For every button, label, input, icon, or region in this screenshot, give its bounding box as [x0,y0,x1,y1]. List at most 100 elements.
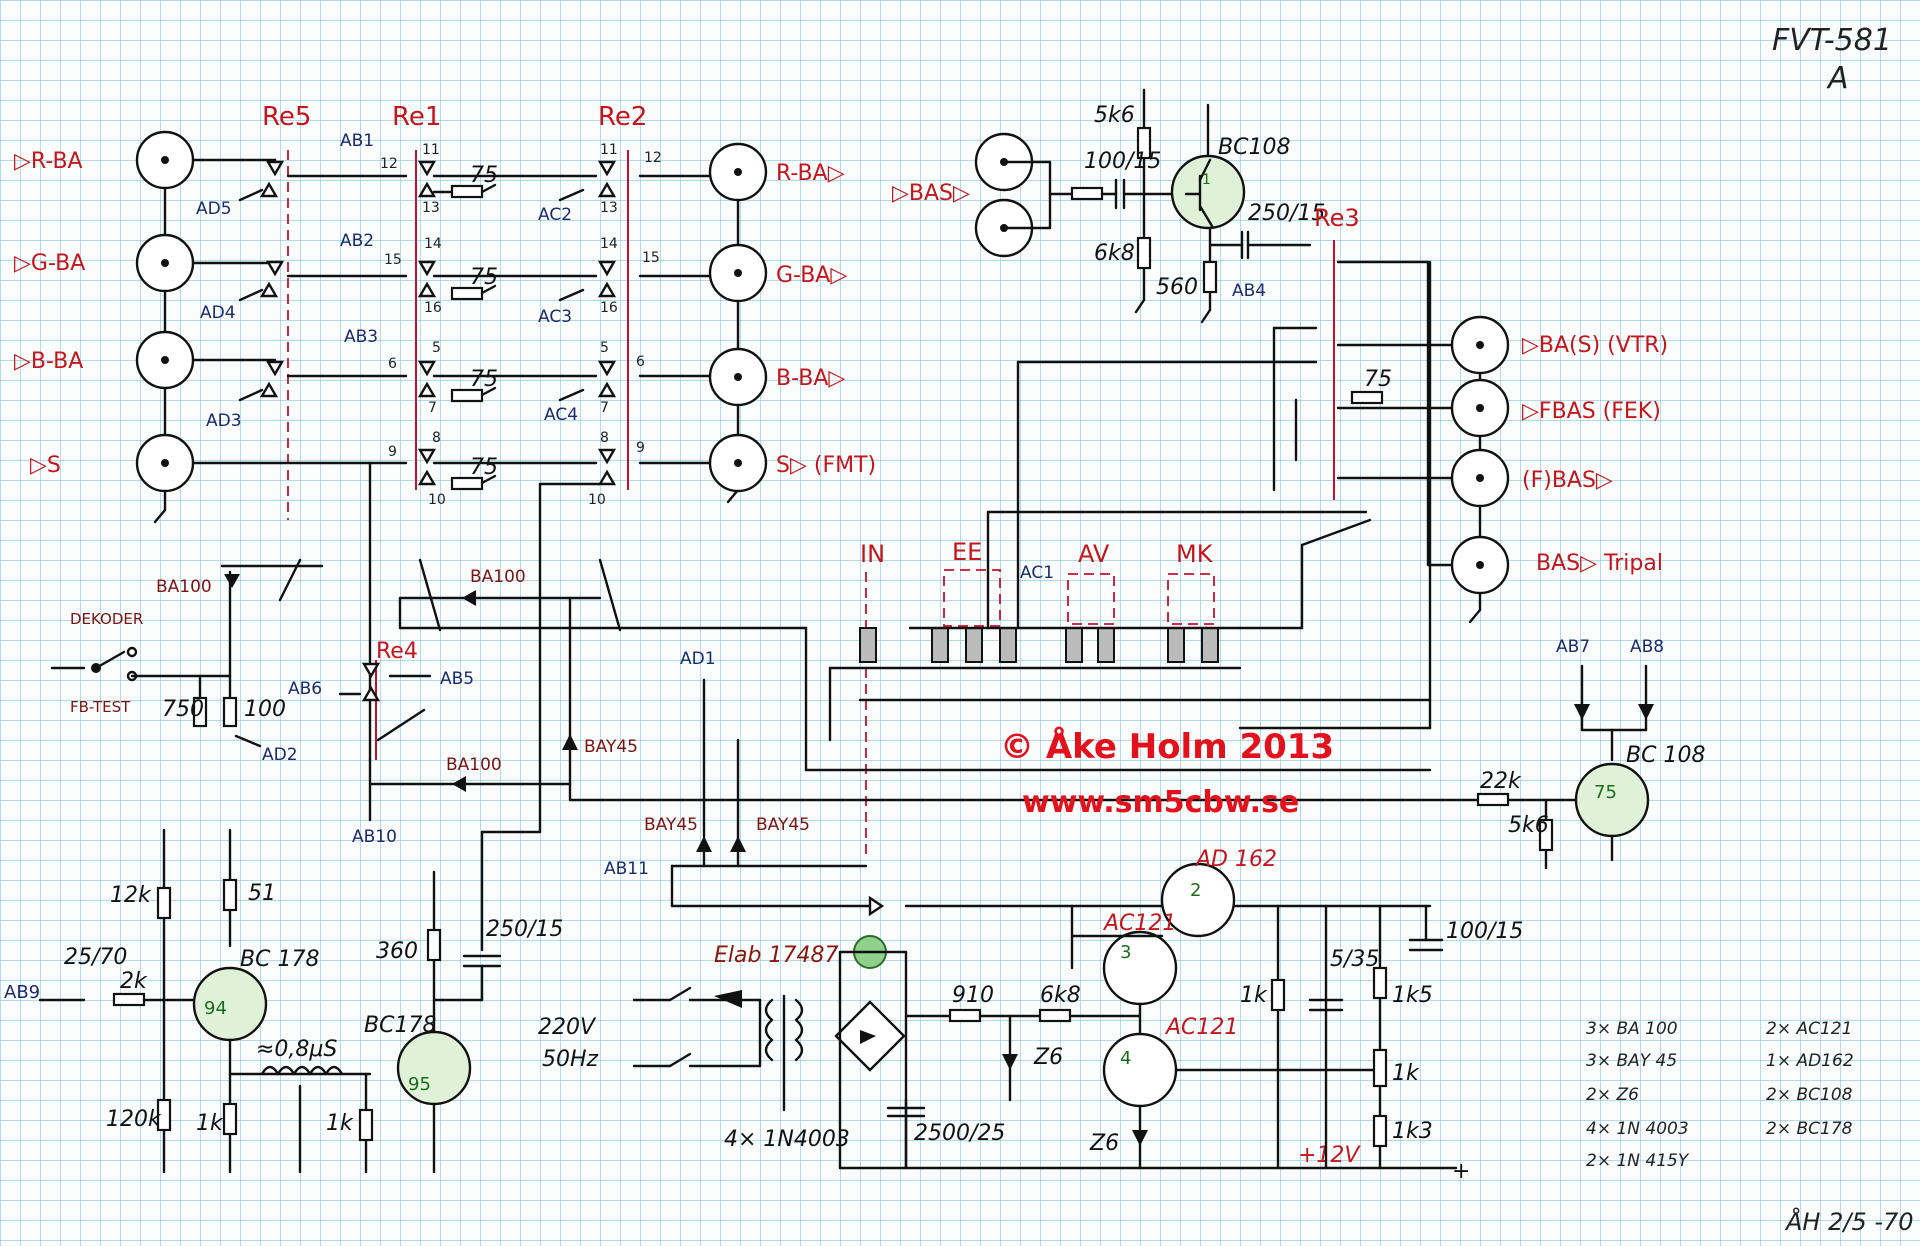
tp-ab10: AB10 [352,827,397,847]
r-100: 100 [244,697,286,722]
switch-group-mk: MK [1176,540,1214,568]
switch-ee-3[interactable] [999,627,1017,663]
coax-connector-bas-tripal[interactable] [1450,535,1510,595]
switch-av-2[interactable] [1097,627,1115,663]
coax-connector-f-bas[interactable] [1450,448,1510,508]
tp-ad3: AD3 [206,411,242,431]
r-360: 360 [376,939,418,964]
pin-b6: 6 [636,354,645,370]
v-220: 220V [538,1015,597,1040]
c-250-15-a: 250/15 [1248,201,1325,226]
c-100-15: 100/15 [1084,149,1161,174]
hz-50: 50Hz [542,1047,599,1072]
copyright-block: © Åke Holm 2013 www.sm5cbw.se [1000,726,1334,820]
pin-b3: 7 [428,400,437,416]
r-6k8: 6k8 [1094,241,1135,266]
title-block: FVT-581 A [1772,23,1892,96]
transistor-bc178-95[interactable]: 95 [396,1030,472,1106]
switch-in[interactable] [859,627,877,663]
switch-groups: IN EE AV MK AC1 [804,260,1432,860]
tp-ab11: AB11 [604,859,649,879]
switch-ee-1[interactable] [931,627,949,663]
res-75-bas: 75 [1364,367,1392,392]
switch-ee-2[interactable] [965,627,983,663]
title-code: FVT-581 [1772,23,1892,58]
r-120k: 120k [106,1107,162,1132]
transistor-num-4: 4 [1120,1048,1131,1069]
title-sheet: A [1826,61,1849,96]
pin-b2: 5 [432,340,441,356]
tp-ab5: AB5 [440,669,474,689]
bay45-label-a: BAY45 [584,737,638,757]
tp-ab7: AB7 [1556,637,1590,657]
bas-input-section: ▷BAS▷ 5k6 100/15 6k8 560 1 BC108 [892,88,1360,500]
coax-connector-g-ba-in[interactable] [135,233,195,293]
bom-left-0: 3× BA 100 [1586,1019,1678,1039]
dekoder-label: DEKODER [70,610,143,628]
pin-s4: 8 [600,430,609,446]
bay45-label-c: BAY45 [756,815,810,835]
transistor-num-75: 75 [1594,782,1617,803]
lower-left-amp: 12k 51 25/70 AB9 2k 94 BC 178 120k 1k ≈0… [4,828,563,1174]
tp-ab9: AB9 [4,982,40,1003]
out-label-bas-tripal: BAS▷ Tripal [1536,551,1663,576]
switch-group-ee: EE [952,538,982,566]
transistor-bc108-75[interactable]: 75 [1574,762,1650,838]
switch-mk-2[interactable] [1201,627,1219,663]
bc108-label: BC108 [1218,135,1290,160]
r-1k-a: 1k [196,1111,224,1136]
connector-label-s: ▷S [30,453,61,478]
connector-label-b-ba-out: B-BA▷ [776,366,845,391]
r-12k: 12k [110,883,152,908]
bom-right-2: 2× BC108 [1766,1085,1853,1105]
connector-label-b-ba: ▷B-BA [14,349,83,374]
coax-connector-s-out[interactable] [708,433,768,493]
coax-connector-r-ba-in[interactable] [135,130,195,190]
bom-left-2: 2× Z6 [1586,1085,1639,1105]
bom-right-0: 2× AC121 [1766,1019,1852,1039]
bc178b-label: BC178 [364,1013,436,1038]
transistor-num-95: 95 [408,1074,431,1095]
bc178a-label: BC 178 [240,947,319,972]
ac121a-label: AC121 [1102,911,1176,936]
transistor-ac121-4[interactable]: 4 [1102,1032,1178,1108]
z6a-label: Z6 [1033,1045,1063,1070]
transistor-ad162[interactable]: 2 [1160,862,1236,938]
switch-av-1[interactable] [1065,627,1083,663]
transistor-ac121-3[interactable]: 3 [1102,930,1178,1006]
coax-connector-ba-vtr[interactable] [1450,315,1510,375]
bay45-label-b: BAY45 [644,815,698,835]
switch-mk-1[interactable] [1167,627,1185,663]
out-label-fbas-fek: ▷FBAS (FEK) [1522,399,1661,424]
connector-label-g-ba-out: G-BA▷ [776,263,847,288]
transistor-bc178-94[interactable]: 94 [192,966,268,1042]
coax-connector-fbas-fek[interactable] [1450,378,1510,438]
elab-label: Elab 17487 [714,943,838,968]
coax-connector-b-ba-out[interactable] [708,347,768,407]
right-connectors: R-BA▷ G-BA▷ B-BA▷ S▷ (FMT) [708,142,876,504]
pin-r6: 12 [644,150,662,166]
diode-cluster: AD1 BAY45 BAY45 AB11 [604,649,885,917]
coax-connector-g-ba-out[interactable] [708,243,768,303]
pin-b1: 6 [388,356,397,372]
diodes-label: 4× 1N4003 [724,1127,850,1152]
pin-g2: 14 [424,236,442,252]
transistor-num-3: 3 [1120,942,1131,963]
tp-ad4: AD4 [200,303,236,323]
transistor-bc108-1[interactable]: 1 [1170,154,1246,230]
coax-connector-r-ba-out[interactable] [708,142,768,202]
tp-ab6: AB6 [288,679,322,699]
tp-ab2: AB2 [340,231,374,251]
coax-connector-b-ba-in[interactable] [135,330,195,390]
r-750: 750 [162,697,204,722]
pin-s1: 9 [388,444,397,460]
bas-outputs: ▷BA(S) (VTR) ▷FBAS (FEK) (F)BAS▷ BAS▷ Tr… [1272,260,1668,624]
coax-connector-s-in[interactable] [135,433,195,493]
switch-group-in: IN [860,540,885,568]
pin-r3: 13 [422,200,440,216]
c-5-35: 5/35 [1330,947,1379,972]
relay-label-re2: Re2 [598,102,647,132]
c-250-15-b: 250/15 [486,917,563,942]
tp-ac1: AC1 [1020,563,1054,583]
